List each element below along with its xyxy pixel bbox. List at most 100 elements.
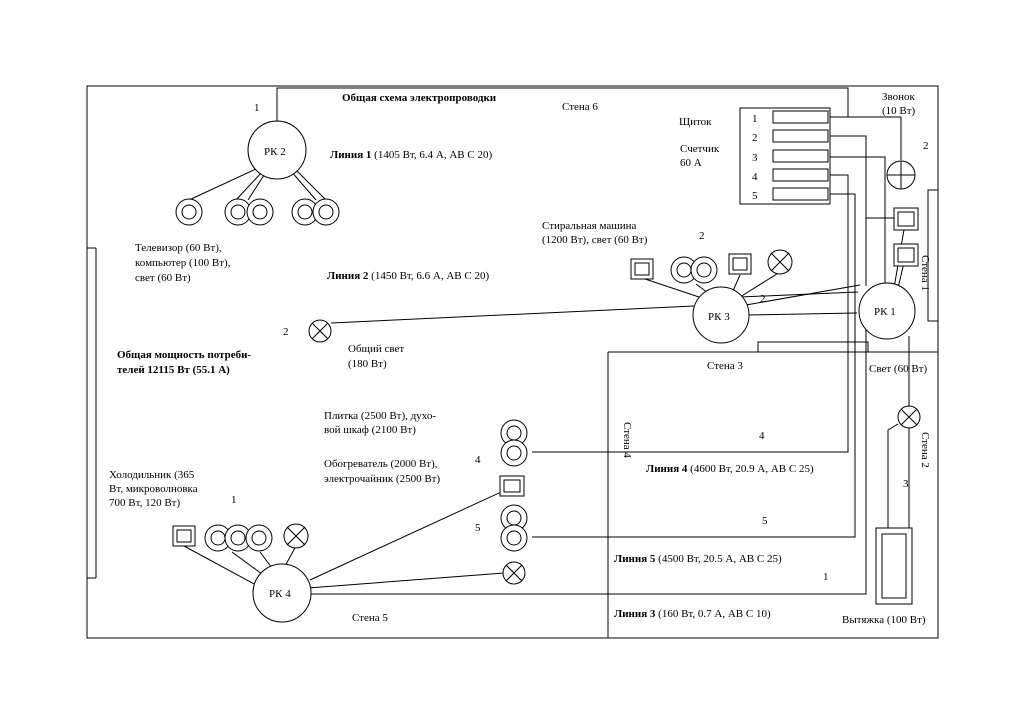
socket-pc-b-inner [252,204,268,220]
lamp-fridge [283,523,309,549]
light-right-label: Свет (60 Вт) [869,363,927,375]
electrical-panel: 1 2 3 4 5 [739,107,831,205]
wire-line2-panel [830,135,867,286]
line3-label: Линия 3 (160 Вт, 0.7 А, АВ С 10) [614,608,771,620]
heater-line1: Обогреватель (2000 Вт), [324,458,438,470]
marker-common-light: 2 [283,326,289,338]
wire-rk4-fridge [231,551,263,575]
socket-light-a-inner [297,204,313,220]
diagram-title: Общая схема электропроводки [342,92,497,104]
wall-2-label: Стена 2 [919,432,931,468]
lamp-washer [767,249,793,275]
wire-line5 [532,193,856,538]
rk3: РК 3 [692,286,750,344]
marker-bottom-1: 1 [823,571,829,583]
breaker-label-5: 5 [752,190,758,202]
fridge-line1: Холодильник (365 [109,469,195,481]
line1-spec: (1405 Вт, 6.4 А, АВ С 20) [374,149,492,161]
marker-top-rk2: 1 [254,102,260,114]
socket-washer-b-inner [696,262,712,278]
line4-spec: (4600 Вт, 20.9 А, АВ С 25) [690,463,814,475]
common-light-line2: (180 Вт) [348,358,387,370]
line5-label: Линия 5 (4500 Вт, 20.5 А, АВ С 25) [614,553,782,565]
wire-rk3-common-light [330,305,695,324]
breaker-1 [772,110,829,124]
wire-rk4-switch [309,486,513,581]
marker-washer: 2 [699,230,705,242]
marker-stove: 4 [475,454,481,466]
breaker-3 [772,149,829,163]
breaker-5 [772,187,829,201]
doorbell-line-number: 2 [923,140,929,152]
line3-spec: (160 Вт, 0.7 А, АВ С 10) [658,608,771,620]
total-power-line1: Общая мощность потреби- [117,349,251,361]
sockets [175,198,718,552]
wire-doorbell [848,116,902,160]
wall-1-window [927,189,939,322]
wire-rk2-tv [188,168,257,201]
lamps [283,249,921,585]
doorbell-symbol [886,160,916,190]
marker-wall4-4: 4 [759,430,765,442]
marker-fridge: 1 [231,494,237,506]
rk3-label: РК 3 [708,311,730,323]
doorbell-power: (10 Вт) [882,105,916,117]
breaker-label-4: 4 [752,171,758,183]
rk1: РК 1 [858,282,916,340]
switch-heater-inner [503,479,521,493]
lamp-common-light [308,319,332,343]
wire-rk4-bottom-lamp [307,572,505,589]
socket-heater-a-inner [506,510,522,526]
wire-rk3-socket [641,277,709,301]
socket-fridge-c-inner [251,530,267,546]
marker-hood: 3 [903,478,909,490]
socket-stove-b-inner [506,445,522,461]
breaker-label-3: 3 [752,152,758,164]
line3-name: Линия 3 [614,608,656,620]
line1-name: Линия 1 [330,149,371,161]
stove-line2: вой шкаф (2100 Вт) [324,424,416,436]
heater-line2: электрочайник (2500 Вт) [324,473,440,485]
fridge-line3: 700 Вт, 120 Вт) [109,497,180,509]
inner-wall-3-niche [757,341,869,353]
rk4-circle [252,563,312,623]
meter-value: 60 А [680,157,702,169]
rk2-circle [247,120,307,180]
tv-group-line3: свет (60 Вт) [135,272,191,284]
line2-label: Линия 2 (1450 Вт, 6.6 А, АВ С 20) [327,270,489,282]
line2-name: Линия 2 [327,270,369,282]
wire-rk3-lamp [739,291,859,298]
washer-line2: (1200 Вт), свет (60 Вт) [542,234,648,246]
wire-rk1-rk3 [745,312,858,316]
wall-5-label: Стена 5 [352,612,388,624]
rk4-label: РК 4 [269,588,291,600]
rk4: РК 4 [252,563,312,623]
wire-rk2-light2 [293,167,327,201]
socket-washer-a-inner [676,262,692,278]
common-light-line1: Общий свет [348,343,404,355]
rk1-label: РК 1 [874,306,896,318]
switch-wall1-bottom-inner [897,247,915,263]
switches [172,207,919,547]
wire-rk2-pc [247,171,267,201]
wall-3-label: Стена 3 [707,360,743,372]
marker-wall4-5: 5 [762,515,768,527]
lamp-right [897,405,921,429]
line4-label: Линия 4 (4600 Вт, 20.9 А, АВ С 25) [646,463,814,475]
line2-spec: (1450 Вт, 6.6 А, АВ С 20) [371,270,489,282]
wire-rk3-washer-switch [745,284,861,306]
wall-6-label: Стена 6 [562,101,598,113]
breaker-4 [772,168,829,182]
wire-line3-bottom [310,313,867,595]
socket-stove-a-inner [506,425,522,441]
wire-rk4-micro [259,551,273,569]
panel-label: Щиток [679,116,712,128]
rk2: РК 2 [247,120,307,180]
wire-line1-top [276,87,849,121]
room-outline [86,85,939,639]
lamp-bottom [502,561,526,585]
wire-rk4-fridge-socket [183,545,257,586]
rk3-circle [692,286,750,344]
line1-label: Линия 1 (1405 Вт, 6.4 А, АВ С 20) [330,149,492,161]
